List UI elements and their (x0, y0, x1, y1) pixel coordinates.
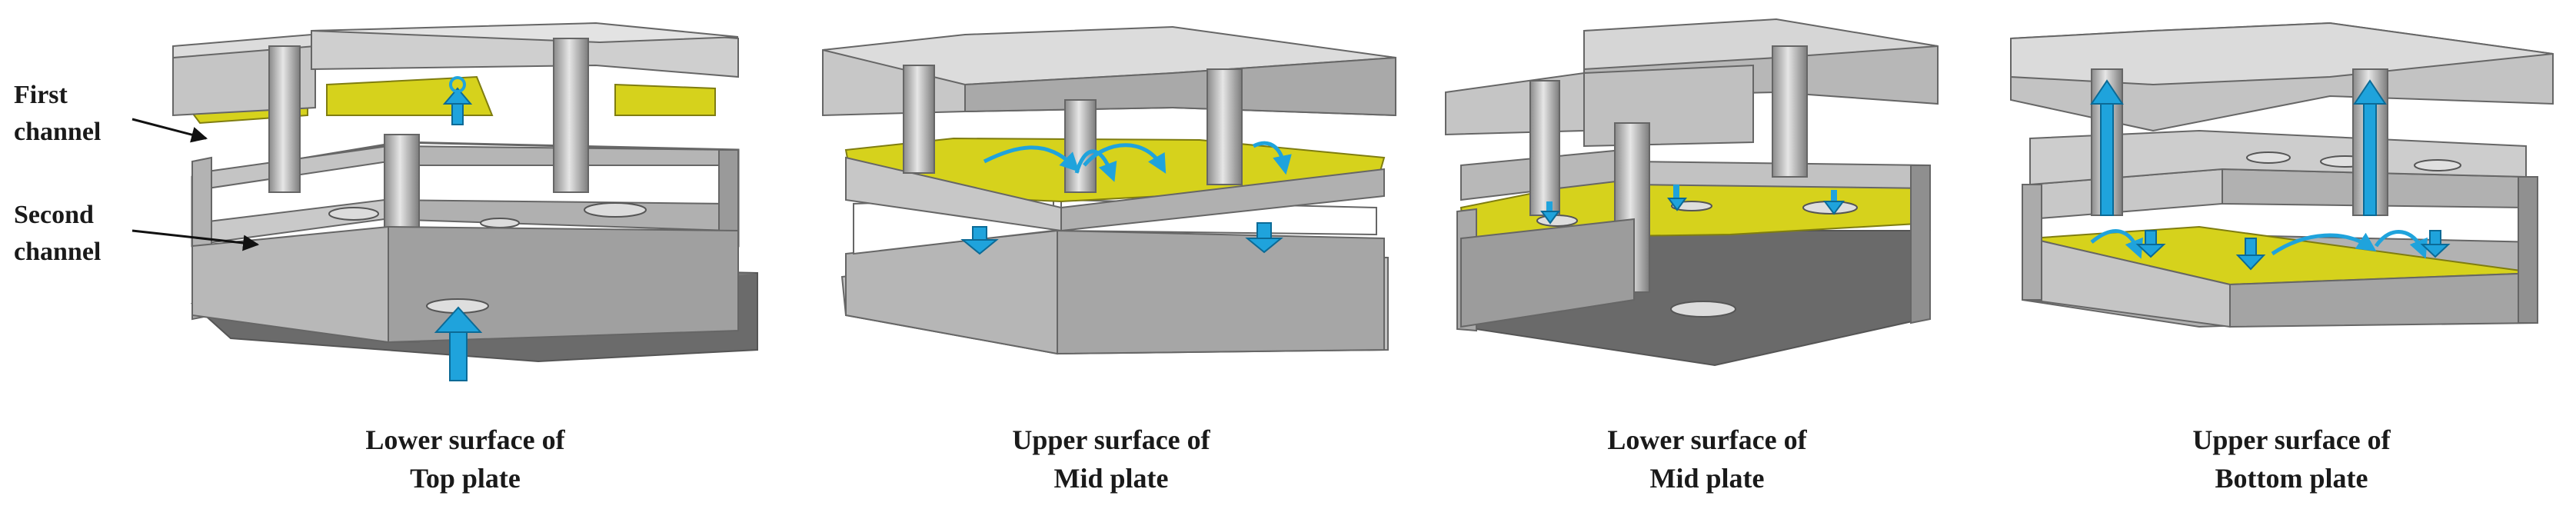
flow-arrow-icon (2374, 230, 2428, 259)
second-channel-label-line-1: Second (14, 201, 94, 229)
panel-mid-plate-upper (822, 25, 1396, 355)
second-channel-pointer (131, 229, 260, 251)
flow-arrow-icon (1823, 190, 1845, 215)
caption-line-1: Lower surface of (1607, 424, 1807, 455)
flow-arrow-icon (960, 226, 999, 255)
flow-arrow-icon (2090, 229, 2143, 259)
flow-arrow-icon (2235, 238, 2266, 271)
flow-arrow-icon (2353, 79, 2387, 216)
flow-arrow-icon (2420, 230, 2451, 258)
flow-arrow-icon (1540, 201, 1560, 225)
caption-mid-plate-lower: Lower surface of Mid plate (1507, 421, 1907, 497)
caption-line-2: Mid plate (1053, 463, 1169, 494)
panel-bottom-plate-upper (2010, 22, 2554, 328)
caption-line-2: Bottom plate (2215, 463, 2368, 494)
flow-arrow-icon (1245, 222, 1283, 254)
caption-mid-plate-upper: Upper surface of Mid plate (911, 421, 1311, 497)
caption-line-1: Lower surface of (365, 424, 565, 455)
caption-line-2: Top plate (410, 463, 521, 494)
first-channel-label-line-2: channel (14, 118, 102, 146)
flow-arrow-icon (2090, 79, 2124, 216)
flow-arrow-icon (1252, 141, 1292, 175)
flow-arrow-icon (2135, 230, 2166, 258)
flow-arrow-icon (1667, 185, 1687, 211)
caption-line-1: Upper surface of (2192, 424, 2391, 455)
caption-top-plate-lower: Lower surface of Top plate (265, 421, 665, 497)
flow-arrow-icon (983, 145, 1080, 172)
first-channel-label-line-1: First (14, 81, 68, 109)
flow-arrow-icon (442, 76, 473, 125)
panel-top-plate-lower (131, 22, 758, 381)
flow-arrow-icon (1074, 149, 1117, 182)
caption-bottom-plate-upper: Upper surface of Bottom plate (2092, 421, 2491, 497)
first-channel-label: First channel (14, 77, 101, 151)
flow-arrow-icon (434, 306, 483, 381)
caption-line-2: Mid plate (1649, 463, 1765, 494)
second-channel-label: Second channel (14, 197, 101, 271)
flow-arrow-icon (1083, 143, 1167, 174)
flow-arrow-icon (2271, 232, 2377, 256)
panel-mid-plate-lower (1445, 18, 1939, 367)
first-channel-pointer (131, 118, 208, 143)
caption-line-1: Upper surface of (1012, 424, 1210, 455)
second-channel-label-line-2: channel (14, 238, 102, 266)
